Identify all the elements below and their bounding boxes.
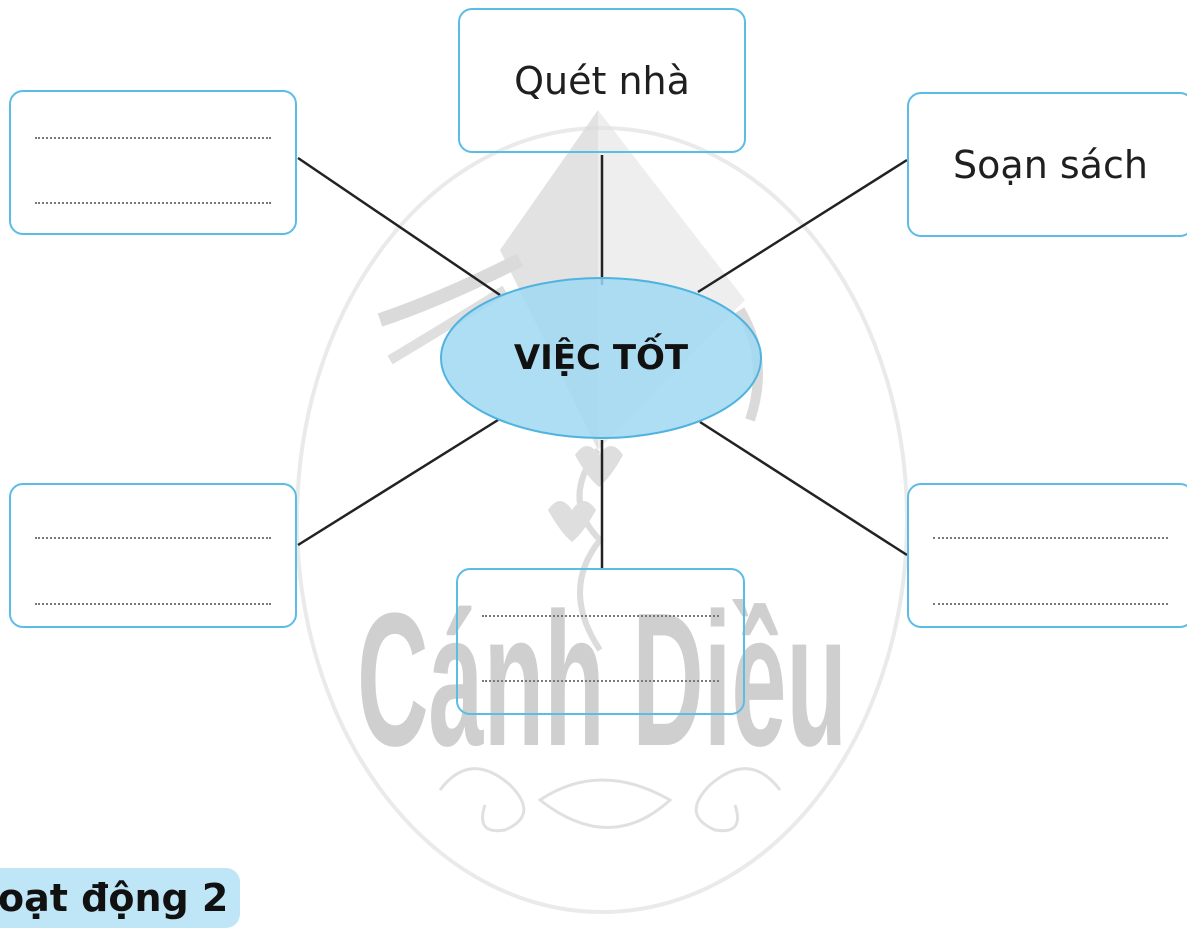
node-top-right: Soạn sách: [907, 92, 1187, 237]
answer-line: [933, 537, 1168, 539]
answer-line: [35, 603, 271, 605]
center-ellipse: [440, 277, 762, 439]
node-top: Quét nhà: [458, 8, 746, 153]
node-top-right-text: Soạn sách: [953, 142, 1148, 187]
answer-line: [482, 615, 719, 617]
answer-line: [35, 202, 271, 204]
answer-line: [35, 137, 271, 139]
answer-line: [482, 680, 719, 682]
node-top-text: Quét nhà: [514, 58, 690, 103]
node-bottom-blank[interactable]: [456, 568, 745, 715]
connector-lines: [297, 155, 908, 570]
center-label: VIỆC TỐT: [513, 338, 689, 378]
answer-line: [35, 537, 271, 539]
activity-heading: oạt động 2: [0, 868, 241, 928]
answer-line: [933, 603, 1168, 605]
node-top-left-blank[interactable]: [9, 90, 297, 235]
node-bottom-left-blank[interactable]: [9, 483, 297, 628]
node-bottom-right-blank[interactable]: [907, 483, 1187, 628]
